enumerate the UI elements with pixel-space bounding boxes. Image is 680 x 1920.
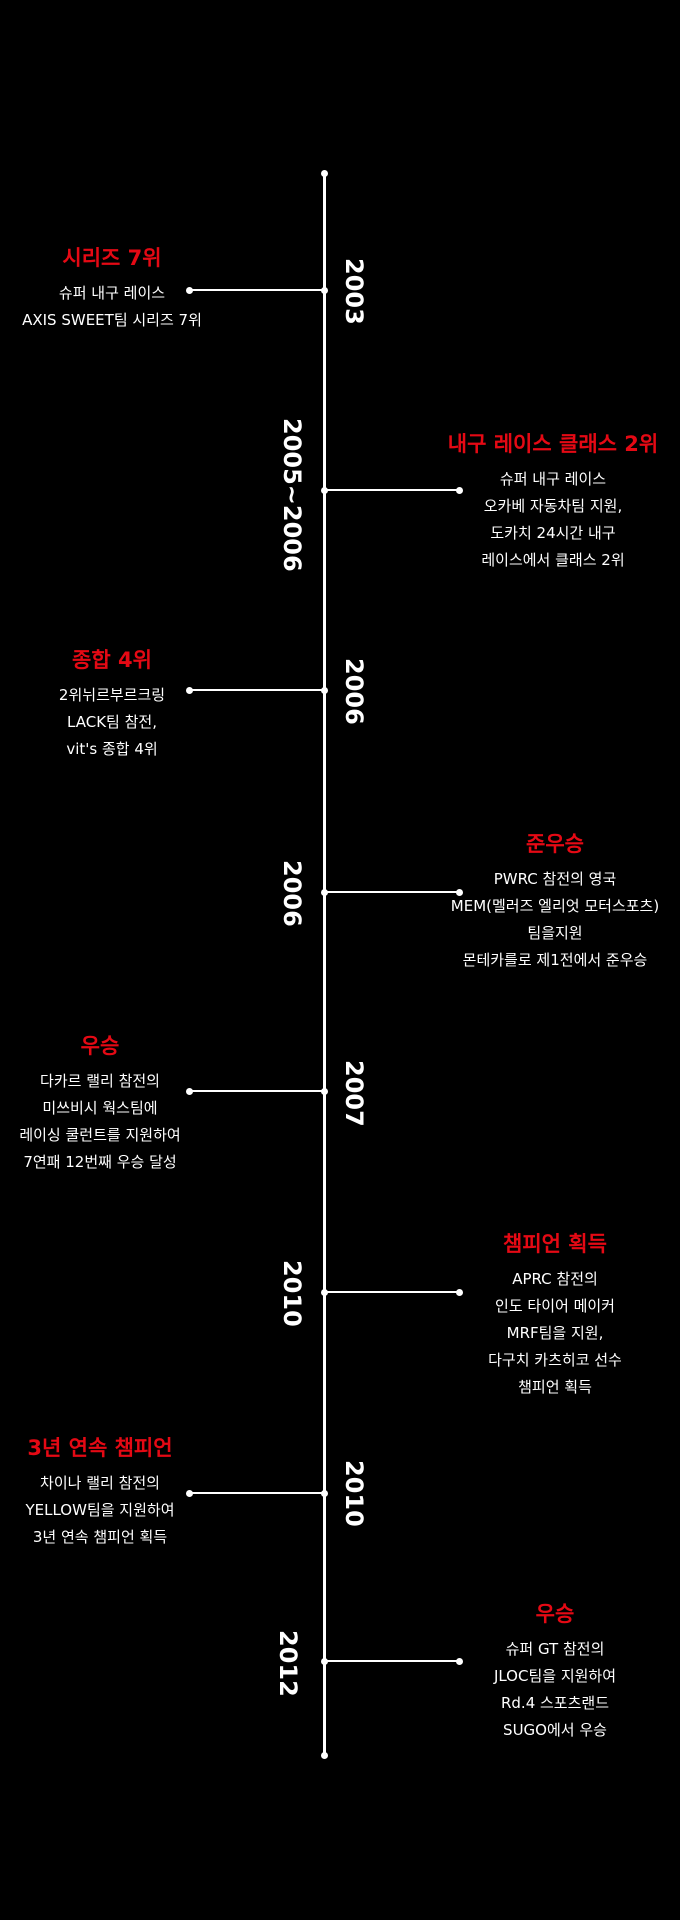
timeline-card-title: 종합 4위: [72, 648, 152, 672]
timeline-card-line: 미쓰비시 웍스팀에: [42, 1099, 158, 1117]
timeline-card-title: 3년 연속 챔피언: [27, 1436, 173, 1460]
timeline-card-title: 내구 레이스 클래스 2위: [447, 432, 659, 456]
timeline-card-title: 우승: [80, 1034, 120, 1058]
timeline-connector-dot: [456, 487, 463, 494]
timeline-card-line: 슈퍼 내구 레이스: [499, 470, 607, 488]
timeline-connector-dot: [186, 287, 193, 294]
timeline-axis-dot: [321, 287, 328, 294]
timeline-card: 종합 4위 2위뉘르부르크링 LACK팀 참전, vit's 종합 4위: [0, 646, 242, 763]
timeline-card-line: 레이스에서 클래스 2위: [481, 551, 625, 569]
timeline-connector-dot: [186, 1490, 193, 1497]
timeline-card-description: 슈퍼 내구 레이스 AXIS SWEET팀 시리즈 7위: [0, 280, 242, 334]
timeline-year: 2006: [278, 860, 306, 927]
timeline-card-line: 2위뉘르부르크링: [58, 686, 166, 704]
timeline-card-line: 다카르 랠리 참전의: [40, 1072, 160, 1090]
timeline-axis: [323, 173, 326, 1758]
timeline-card-title: 우승: [535, 1602, 575, 1626]
timeline-axis-dot: [321, 687, 328, 694]
timeline-card-line: AXIS SWEET팀 시리즈 7위: [22, 311, 202, 329]
timeline-year: 2007: [340, 1060, 368, 1127]
timeline-axis-dot: [321, 1289, 328, 1296]
timeline-year: 2010: [278, 1260, 306, 1327]
timeline-year: 2003: [340, 258, 368, 325]
timeline-card-line: PWRC 참전의 영국: [493, 870, 617, 888]
timeline-card-line: 7연패 12번째 우승 달성: [23, 1153, 177, 1171]
timeline-start-dot: [321, 170, 328, 177]
timeline-card-line: 팀을지원: [527, 924, 583, 942]
timeline-connector: [324, 891, 459, 893]
timeline-card-line: 레이싱 쿨런트를 지원하여: [19, 1126, 181, 1144]
timeline-card-line: SUGO에서 우승: [503, 1721, 607, 1739]
timeline-card-line: YELLOW팀을 지원하여: [25, 1501, 175, 1519]
timeline-card-line: MRF팀을 지원,: [506, 1324, 604, 1342]
timeline-card-title: 시리즈 7위: [62, 246, 162, 270]
timeline-card-line: 챔피언 획득: [518, 1378, 592, 1396]
timeline-connector: [324, 1660, 459, 1662]
timeline-year: 2006: [340, 658, 368, 725]
timeline-card-line: 슈퍼 GT 참전의: [505, 1640, 605, 1658]
timeline-card-line: MEM(멜러즈 엘리엇 모터스포츠): [450, 897, 660, 915]
timeline-card-description: 2위뉘르부르크링 LACK팀 참전, vit's 종합 4위: [0, 682, 242, 763]
timeline-card-line: JLOC팀을 지원하여: [493, 1667, 617, 1685]
timeline-card-line: APRC 참전의: [512, 1270, 598, 1288]
timeline-card-line: 다구치 카츠히코 선수: [488, 1351, 622, 1369]
timeline-axis-dot: [321, 1490, 328, 1497]
timeline-connector-dot: [456, 889, 463, 896]
timeline-connector-dot: [456, 1289, 463, 1296]
timeline-axis-dot: [321, 1658, 328, 1665]
timeline-card-title: 준우승: [526, 832, 584, 856]
timeline-connector: [324, 1291, 459, 1293]
timeline-axis-dot: [321, 889, 328, 896]
timeline-card-line: 오카베 자동차팀 지원,: [483, 497, 623, 515]
timeline-connector: [324, 489, 459, 491]
timeline-card-line: 인도 타이어 메이커: [495, 1297, 615, 1315]
timeline-card-line: 슈퍼 내구 레이스: [58, 284, 166, 302]
timeline-year: 2010: [340, 1460, 368, 1527]
timeline-end-dot: [321, 1752, 328, 1759]
timeline-card-title: 챔피언 획득: [503, 1232, 607, 1256]
timeline-connector-dot: [186, 687, 193, 694]
timeline-connector: [189, 289, 324, 291]
timeline-card-description: 차이나 랠리 참전의 YELLOW팀을 지원하여 3년 연속 챔피언 획득: [0, 1470, 230, 1551]
timeline-axis-dot: [321, 487, 328, 494]
timeline-connector: [189, 1090, 324, 1092]
timeline-connector-dot: [186, 1088, 193, 1095]
timeline-card-description: 슈퍼 GT 참전의 JLOC팀을 지원하여 Rd.4 스포츠랜드 SUGO에서 우승: [425, 1636, 680, 1744]
timeline-card-line: 도카치 24시간 내구: [490, 524, 616, 542]
timeline-card-line: 몬테카를로 제1전에서 준우승: [462, 951, 648, 969]
timeline-connector-dot: [456, 1658, 463, 1665]
timeline-card-line: vit's 종합 4위: [66, 740, 158, 758]
timeline-year: 2012: [274, 1630, 302, 1697]
timeline-card-line: LACK팀 참전,: [67, 713, 157, 731]
timeline-connector: [189, 689, 324, 691]
timeline-card-line: 차이나 랠리 참전의: [40, 1474, 160, 1492]
timeline-card-line: Rd.4 스포츠랜드: [500, 1694, 610, 1712]
timeline-year: 2005~2006: [278, 418, 306, 572]
timeline-connector: [189, 1492, 324, 1494]
timeline-axis-dot: [321, 1088, 328, 1095]
timeline-card-line: 3년 연속 챔피언 획득: [32, 1528, 168, 1546]
